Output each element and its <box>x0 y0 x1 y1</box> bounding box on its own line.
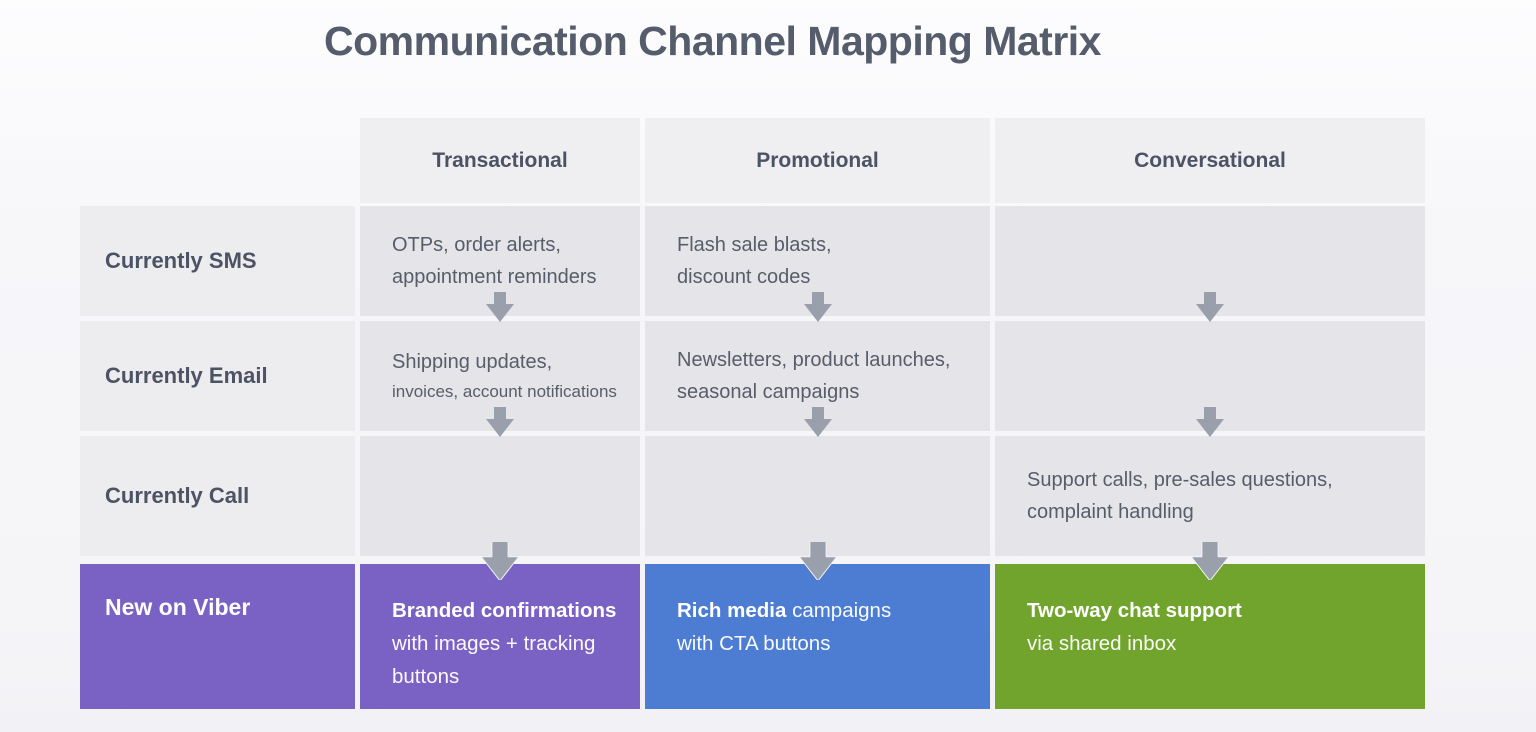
cell-email-transactional: Shipping updates, invoices, account noti… <box>360 321 640 437</box>
column-header-transactional: Transactional <box>360 118 640 203</box>
cell-rest-text: campaigns with CTA buttons <box>677 599 892 655</box>
cell-lead-text: Two-way chat support <box>1027 599 1242 622</box>
row-label-currently-call: Currently Call <box>80 436 355 556</box>
cell-call-transactional <box>360 436 640 580</box>
cell-sms-transactional: OTPs, order alerts, appointment reminder… <box>360 206 640 322</box>
column-header-promotional: Promotional <box>645 118 990 203</box>
cell-text: Support calls, pre-sales questions, comp… <box>1027 469 1333 523</box>
column-header-conversational: Conversational <box>995 118 1425 203</box>
down-arrow-icon <box>1190 542 1230 580</box>
cell-viber-conversational: Two-way chat support via shared inbox <box>995 564 1425 709</box>
cell-rest-text: with images + tracking buttons <box>392 632 596 688</box>
down-arrow-icon <box>486 407 514 437</box>
row-label-currently-sms: Currently SMS <box>80 206 355 316</box>
row-label-currently-email: Currently Email <box>80 321 355 431</box>
header-spacer <box>80 118 355 203</box>
matrix-row-currently-sms: Currently SMS OTPs, order alerts, appoin… <box>80 206 1425 322</box>
matrix-row-new-on-viber: New on Viber Branded confirmations with … <box>80 564 1425 709</box>
cell-lead-text: Rich media <box>677 599 787 622</box>
cell-email-conversational <box>995 321 1425 437</box>
cell-text: Newsletters, product launches, seasonal … <box>677 349 951 403</box>
cell-sms-promotional: Flash sale blasts, discount codes <box>645 206 990 322</box>
cell-lead-text: Branded confirmations <box>392 599 617 622</box>
cell-text: OTPs, order alerts, appointment reminder… <box>392 234 597 288</box>
cell-text: Flash sale blasts, discount codes <box>677 234 832 288</box>
down-arrow-icon <box>1196 292 1224 322</box>
cell-email-promotional: Newsletters, product launches, seasonal … <box>645 321 990 437</box>
down-arrow-icon <box>797 542 838 580</box>
row-label-new-on-viber: New on Viber <box>80 564 355 709</box>
page-title: Communication Channel Mapping Matrix <box>324 18 1101 64</box>
cell-sms-conversational <box>995 206 1425 322</box>
down-arrow-icon <box>1196 407 1224 437</box>
cell-call-promotional <box>645 436 990 580</box>
down-arrow-icon <box>480 542 520 580</box>
cell-viber-promotional: Rich media campaigns with CTA buttons <box>645 564 990 709</box>
down-arrow-icon <box>803 407 832 437</box>
cell-call-conversational: Support calls, pre-sales questions, comp… <box>995 436 1425 580</box>
header-row: Transactional Promotional Conversational <box>80 118 1425 203</box>
matrix-grid: Transactional Promotional Conversational… <box>80 118 1425 709</box>
cell-rest-text: via shared inbox <box>1027 632 1177 655</box>
matrix-row-currently-call: Currently Call Support calls, pre-sales … <box>80 436 1425 580</box>
cell-viber-transactional: Branded confirmations with images + trac… <box>360 564 640 709</box>
down-arrow-icon <box>486 292 514 322</box>
matrix-row-currently-email: Currently Email Shipping updates, invoic… <box>80 321 1425 437</box>
cell-text-small: invoices, account notifications <box>392 382 617 401</box>
cell-text: Rich media campaigns with CTA buttons <box>677 594 974 660</box>
down-arrow-icon <box>803 292 832 322</box>
cell-text: Shipping updates, <box>392 351 553 373</box>
